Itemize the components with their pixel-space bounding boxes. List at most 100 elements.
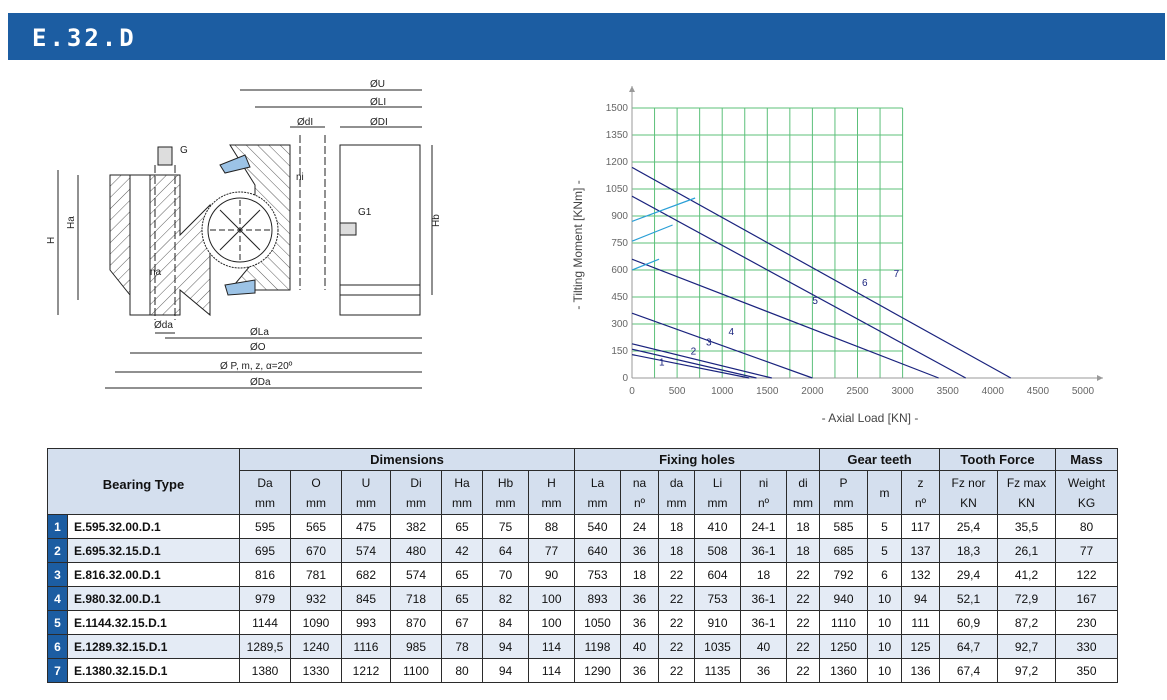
- x-tick-label: 500: [669, 386, 686, 397]
- group-mass: Mass: [1055, 448, 1118, 471]
- table-cell: 753: [694, 586, 741, 611]
- tooth-force-line: [631, 224, 673, 242]
- table-cell: 72,9: [997, 586, 1056, 611]
- table-cell: 1360: [819, 658, 868, 683]
- table-cell: 22: [658, 658, 695, 683]
- column-header-label: Li: [712, 475, 723, 490]
- table-cell: 1250: [819, 634, 868, 659]
- table-cell: 18: [658, 538, 695, 563]
- column-unit: mm: [255, 495, 275, 510]
- label-li: ØLI: [370, 97, 386, 108]
- table-cell: 816: [239, 562, 291, 587]
- y-axis-arrow: [629, 86, 635, 92]
- table-cell: 114: [528, 658, 575, 683]
- y-tick-label: 1200: [606, 157, 629, 168]
- table-cell: 97,2: [997, 658, 1056, 683]
- x-tick-label: 4500: [1027, 386, 1050, 397]
- table-cell: 84: [482, 610, 529, 635]
- column-unit: mm: [793, 495, 813, 510]
- x-tick-label: 3500: [937, 386, 960, 397]
- series-line-3: [631, 343, 772, 379]
- label-la: ØLa: [250, 327, 269, 338]
- table-cell: 18: [786, 538, 820, 563]
- table-cell: 60,9: [939, 610, 998, 635]
- table-cell: 870: [390, 610, 442, 635]
- label-na: na: [150, 267, 162, 278]
- table-cell: 52,1: [939, 586, 998, 611]
- table-cell: 24: [620, 514, 659, 539]
- y-tick-label: 1050: [606, 184, 629, 195]
- x-tick-label: 2500: [846, 386, 869, 397]
- y-tick-label: 900: [611, 211, 628, 222]
- label-da-small: Øda: [154, 320, 173, 331]
- table-cell: 22: [786, 610, 820, 635]
- table-cell: 230: [1055, 610, 1118, 635]
- table-cell: 36: [620, 538, 659, 563]
- table-cell: 670: [290, 538, 342, 563]
- table-cell: 1290: [574, 658, 621, 683]
- table-cell: 65: [441, 586, 483, 611]
- series-line-7: [631, 166, 1012, 379]
- column-header-label: Fz max: [1006, 475, 1047, 490]
- table-cell: 1035: [694, 634, 741, 659]
- table-cell: 595: [239, 514, 291, 539]
- bearing-name: E.1380.32.15.D.1: [67, 658, 240, 683]
- group-dimensions: Dimensions: [239, 448, 575, 471]
- table-cell: 75: [482, 514, 529, 539]
- table-cell: 122: [1055, 562, 1118, 587]
- table-cell: 1050: [574, 610, 621, 635]
- column-header-label: Fz nor: [951, 475, 986, 490]
- spec-table: Bearing Type Dimensions Fixing holes Gea…: [47, 448, 1118, 683]
- table-cell: 18: [740, 562, 787, 587]
- column-unit: KN: [1018, 495, 1035, 510]
- x-tick-label: 0: [629, 386, 635, 397]
- column-header-label: H: [547, 475, 556, 490]
- column-header-label: Da: [257, 475, 273, 490]
- table-cell: 10: [867, 586, 902, 611]
- table-cell: 70: [482, 562, 529, 587]
- table-cell: 137: [901, 538, 940, 563]
- table-cell: 475: [341, 514, 391, 539]
- table-cell: 94: [482, 658, 529, 683]
- column-unit: nº: [914, 495, 927, 510]
- table-cell: 41,2: [997, 562, 1056, 587]
- table-cell: 36: [620, 586, 659, 611]
- column-unit: mm: [406, 495, 426, 510]
- x-tick-label: 4000: [982, 386, 1005, 397]
- row-number: 3: [47, 562, 68, 587]
- column-header-label: O: [311, 475, 321, 490]
- bearing-name: E.595.32.00.D.1: [67, 514, 240, 539]
- series-line-6: [631, 195, 967, 379]
- group-fixing-holes: Fixing holes: [574, 448, 820, 471]
- table-cell: 792: [819, 562, 868, 587]
- table-cell: 845: [341, 586, 391, 611]
- table-cell: 36-1: [740, 610, 787, 635]
- table-cell: 718: [390, 586, 442, 611]
- column-header-label: m: [879, 485, 890, 500]
- series-line-5: [631, 258, 939, 379]
- column-unit: KN: [960, 495, 977, 510]
- column-unit: mm: [356, 495, 376, 510]
- table-cell: 382: [390, 514, 442, 539]
- table-cell: 167: [1055, 586, 1118, 611]
- table-cell: 640: [574, 538, 621, 563]
- tooth-force-line: [631, 258, 660, 271]
- table-cell: 1135: [694, 658, 741, 683]
- x-tick-label: 1500: [756, 386, 779, 397]
- table-cell: 565: [290, 514, 342, 539]
- column-header-label: Hb: [497, 475, 514, 490]
- table-cell: 35,5: [997, 514, 1056, 539]
- column-header-label: di: [798, 475, 808, 490]
- table-cell: 36: [740, 658, 787, 683]
